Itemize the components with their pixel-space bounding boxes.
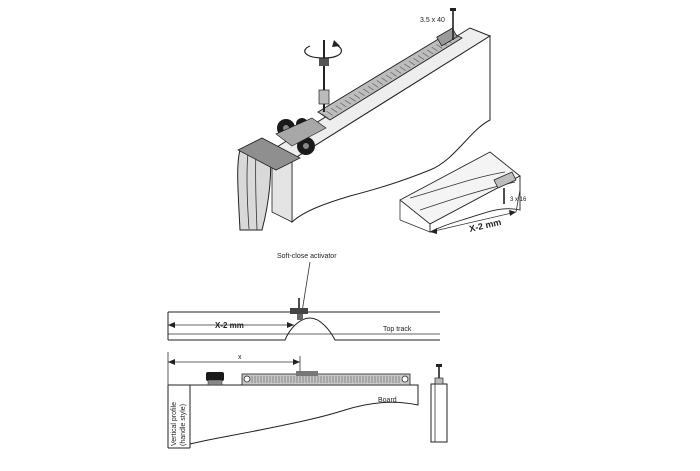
mechanism-hatch-line: [436, 44, 443, 49]
top-track: X-2 mm Top track: [167, 298, 440, 341]
mechanism-hatch-line: [344, 99, 352, 105]
mechanism-hatch-line: [321, 113, 329, 119]
roller-bracket: [275, 117, 327, 147]
mechanism-hatch-line: [326, 110, 333, 116]
rotation-arrow-icon: [304, 43, 342, 59]
damper-end-screw: [401, 375, 409, 383]
vertical-profile-label: Vertical profile: [171, 402, 178, 446]
soft-close-mechanism: [317, 31, 463, 121]
track-detail-view: 3 x 16 X-2 mm: [399, 151, 527, 234]
mechanism-hatch-line: [335, 105, 342, 110]
vertical-profile-line2: (handle style): [180, 404, 187, 446]
roller-hub: [303, 143, 309, 149]
mechanism-hatch-line: [399, 66, 406, 71]
door-panel-assembly: 3.5 x 40: [237, 8, 492, 231]
mechanism-hatch-line: [385, 74, 393, 80]
mechanism-hatch-line: [340, 102, 347, 108]
board-panel: [168, 384, 419, 445]
profile-top-plate: [237, 137, 301, 171]
mechanism-hatch-line: [381, 77, 388, 83]
screw-3.5x40: [450, 8, 456, 40]
mechanism-hatch-line: [376, 80, 384, 85]
dimension-track-label: X-2 mm: [215, 321, 244, 330]
mechanism-hatch-line: [353, 94, 361, 99]
mechanism-hatch-line: [367, 85, 374, 91]
mechanism-hatch-line: [408, 60, 416, 66]
screw-top-label: 3.5 x 40: [420, 17, 445, 24]
vertical-profile-line1: Vertical profile: [171, 402, 178, 446]
mechanism-hatch-line: [417, 55, 425, 60]
mechanism-hatch-line: [330, 108, 338, 113]
mechanism-hatch-line: [390, 71, 397, 77]
soft-close-damper: [241, 373, 411, 386]
soft-close-activator: [290, 308, 308, 314]
roller-carriage: [206, 372, 224, 381]
damper-slider: [296, 371, 318, 376]
mechanism-hatching: [321, 38, 452, 119]
activator-bracket: [493, 171, 517, 189]
mechanism-hatch-line: [413, 58, 420, 63]
soft-close-activator-label: Soft-close activator: [277, 253, 337, 260]
dimension-x-label: x: [238, 354, 242, 361]
mechanism-end-block: [436, 27, 458, 47]
mechanism-hatch-line: [422, 52, 429, 57]
board-assembly: x Vertical profile (handle style) Board: [167, 352, 419, 449]
vertical-profile-style-label: (handle style): [180, 404, 187, 446]
adjustment-screw: [304, 40, 342, 112]
dimension-detail-label: X-2 mm: [468, 217, 502, 234]
mechanism-hatch-line: [372, 83, 379, 88]
mechanism-hatch-line: [349, 97, 356, 102]
mechanism-hatch-line: [394, 69, 402, 74]
mechanism-hatch-line: [426, 49, 434, 55]
profile-end-post: [430, 364, 448, 443]
door-panel-front-face: [291, 35, 491, 224]
mechanism-hatch-line: [358, 91, 365, 96]
mechanism-hatch-line: [404, 63, 411, 69]
top-track-label: Top track: [383, 326, 412, 333]
damper-hatching: [251, 376, 400, 383]
damper-end-screw: [243, 375, 251, 383]
mechanism-hatch-line: [431, 46, 438, 52]
mechanism-hatch-line: [362, 88, 370, 94]
board-label: Board: [378, 397, 397, 404]
